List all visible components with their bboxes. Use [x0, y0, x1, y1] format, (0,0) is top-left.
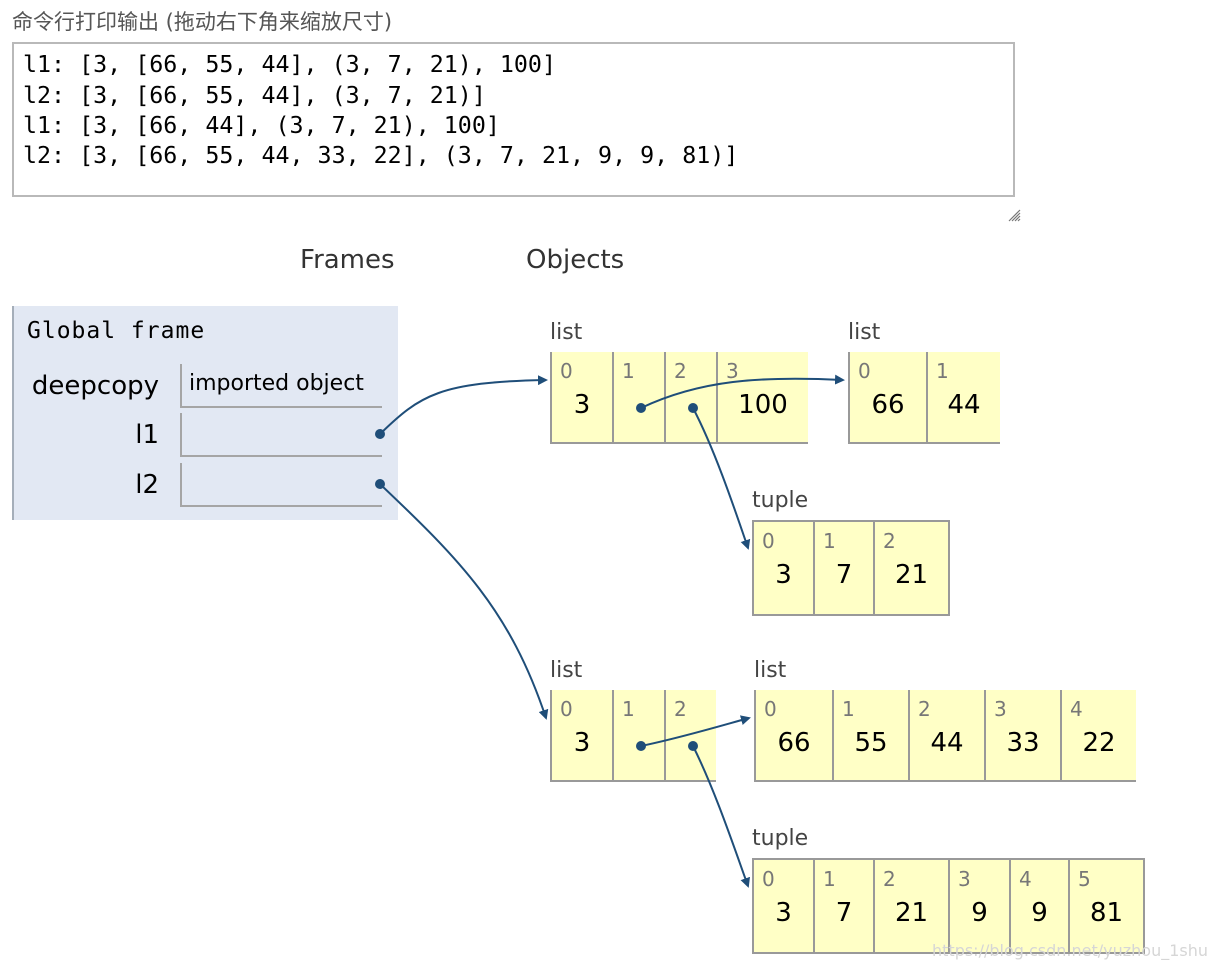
cell-index: 0 [560, 359, 573, 383]
console-output-label: 命令行打印输出 (拖动右下角来缩放尺寸) [12, 10, 393, 34]
cell-index: 4 [1070, 697, 1083, 721]
cell-value: 9 [971, 898, 988, 928]
var-value-deepcopy: imported object [180, 364, 382, 408]
cell-index: 1 [842, 697, 855, 721]
var-value-l1 [180, 413, 382, 457]
console-line: l2: [3, [66, 55, 44], (3, 7, 21)] [23, 82, 486, 109]
list-cell: 1 [612, 690, 664, 780]
cell-index: 1 [823, 867, 836, 891]
cell-value: 55 [854, 728, 888, 758]
cell-value: 3 [573, 390, 591, 420]
cell-index: 3 [994, 697, 1007, 721]
cell-value: 21 [894, 898, 929, 928]
cell-index: 2 [918, 697, 931, 721]
cell-index: 0 [762, 529, 775, 553]
cell-index: 1 [936, 359, 949, 383]
cell-value: 3 [775, 560, 792, 590]
var-value-l2 [180, 463, 382, 507]
objects-header: Objects [526, 245, 625, 275]
cell-index: 0 [858, 359, 871, 383]
cell-index: 4 [1019, 867, 1032, 891]
cell-value: 9 [1031, 898, 1048, 928]
cell-index: 2 [674, 697, 687, 721]
cell-value: 100 [738, 390, 788, 420]
console-line: l2: [3, [66, 55, 44, 33, 22], (3, 7, 21,… [23, 142, 739, 169]
cell-value: 21 [894, 560, 929, 590]
watermark: https://blog.csdn.net/yuzhou_1shu [932, 941, 1208, 960]
cell-index: 0 [762, 867, 775, 891]
obj-label-tuple: tuple [752, 488, 809, 513]
cell-value: 33 [1006, 728, 1040, 758]
list-cell: 2 [664, 690, 716, 780]
cell-index: 1 [622, 359, 635, 383]
obj-label-list: list [550, 658, 583, 683]
cell-index: 2 [883, 867, 896, 891]
cell-index: 0 [764, 697, 777, 721]
cell-value: 3 [573, 728, 591, 758]
cell-value: 81 [1089, 898, 1124, 928]
cell-index: 0 [560, 697, 573, 721]
cell-value: 44 [947, 390, 981, 420]
console-output-box[interactable]: l1: [3, [66, 55, 44], (3, 7, 21), 100] l… [12, 42, 1015, 197]
cell-index: 1 [622, 697, 635, 721]
list-cell: 1 [612, 352, 664, 442]
cell-index: 2 [883, 529, 896, 553]
cell-index: 2 [674, 359, 687, 383]
obj-label-tuple: tuple [752, 826, 809, 851]
list-cell: 2 [664, 352, 716, 442]
cell-value: 44 [930, 728, 964, 758]
cell-value: 22 [1082, 728, 1116, 758]
frame-title: Global frame [27, 318, 206, 344]
console-line: l1: [3, [66, 44], (3, 7, 21), 100] [23, 112, 500, 139]
cell-value: 66 [871, 390, 905, 420]
cell-index: 3 [958, 867, 971, 891]
obj-label-list: list [550, 320, 583, 345]
cell-value: 7 [835, 560, 853, 590]
cell-value: 66 [777, 728, 811, 758]
global-frame [12, 306, 398, 520]
cell-index: 5 [1078, 867, 1091, 891]
var-value-text: imported object [189, 371, 364, 396]
obj-label-list: list [754, 658, 787, 683]
cell-index: 1 [823, 529, 836, 553]
frames-header: Frames [300, 245, 395, 275]
var-name-l2: l2 [135, 470, 159, 500]
resize-grip-icon[interactable] [1007, 208, 1021, 222]
cell-index: 3 [726, 359, 739, 383]
pointer-arrow-l2 [379, 483, 549, 720]
pointer-arrow-l1 [379, 375, 548, 435]
cell-value: 7 [835, 898, 853, 928]
console-line: l1: [3, [66, 55, 44], (3, 7, 21), 100] [23, 51, 556, 78]
cell-value: 3 [775, 898, 792, 928]
obj-label-list: list [848, 320, 881, 345]
var-name-deepcopy: deepcopy [31, 371, 159, 401]
var-name-l1: l1 [135, 420, 159, 450]
